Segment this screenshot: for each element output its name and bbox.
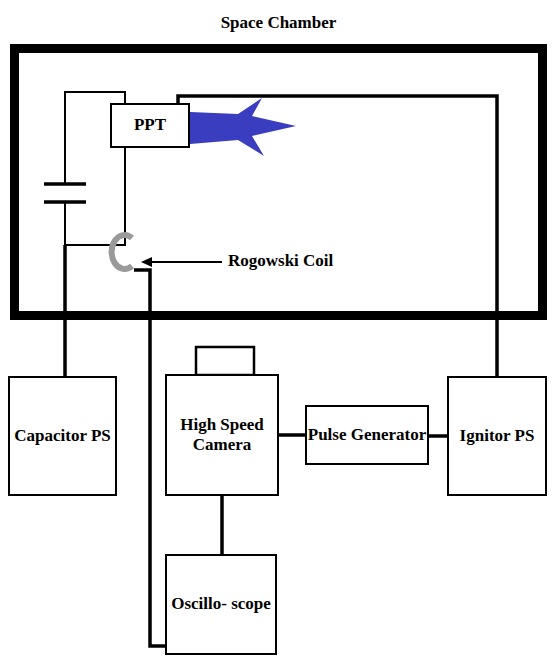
space-chamber: Space ChamberPPT [10, 44, 547, 320]
box-label: Pulse Generator [308, 425, 427, 445]
part-label: Rogowski Coil [228, 251, 333, 271]
box-label: High Speed Camera [167, 415, 277, 456]
camera-lens [196, 347, 254, 375]
rogowski-coil [112, 235, 132, 269]
power-supply-box: Capacitor PS [8, 376, 117, 496]
leader-arrow [141, 257, 222, 267]
connector [279, 435, 305, 436]
oscilloscope-box: Oscillo- scope [165, 554, 277, 655]
box-label: Oscillo- scope [171, 594, 271, 614]
ppt-box: PPT [110, 103, 190, 148]
connector [429, 436, 447, 437]
chamber-title: Space Chamber [19, 13, 538, 33]
connector [222, 496, 223, 554]
connector [178, 96, 497, 376]
box-label: Ignitor PS [460, 426, 535, 446]
pulse-generator-box: Pulse Generator [305, 405, 429, 465]
plasma-plume [190, 98, 296, 156]
camera-box: High Speed Camera [165, 374, 279, 496]
capacitor-symbol [44, 184, 86, 202]
box-label: Capacitor PS [14, 426, 111, 446]
box-label: PPT [134, 115, 166, 135]
power-supply-box: Ignitor PS [447, 376, 547, 496]
